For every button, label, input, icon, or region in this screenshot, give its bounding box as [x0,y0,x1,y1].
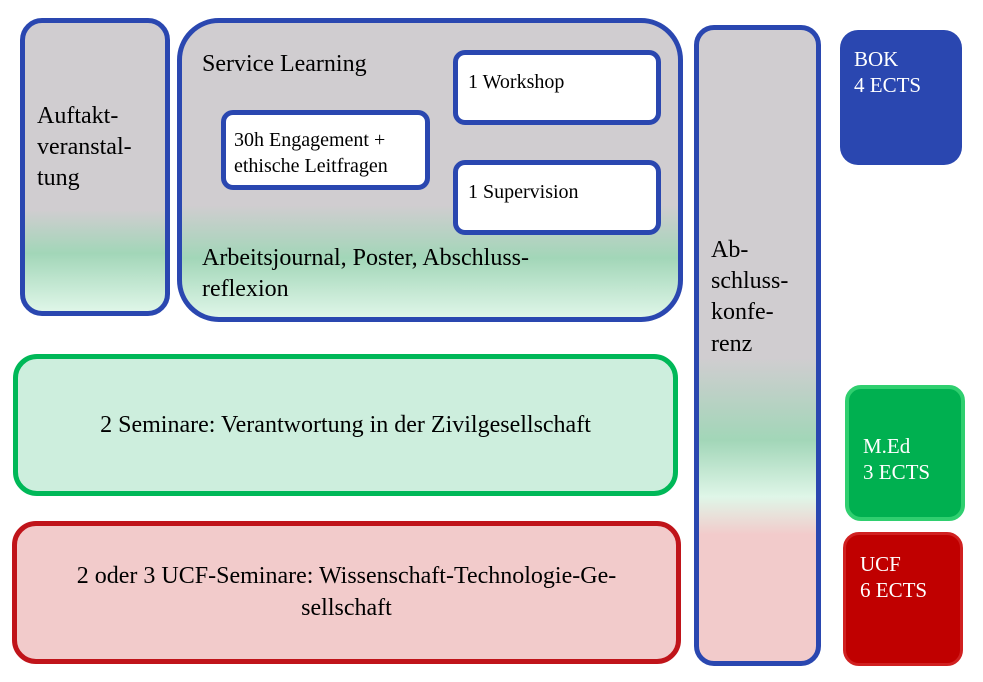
abschluss-label: Ab- schluss- konfe- renz [711,235,788,360]
auftakt-box: Auftakt- veranstal- tung [20,18,170,316]
workshop-box: 1 Workshop [453,50,661,125]
bok-name: BOK [854,47,899,71]
seminare-box: 2 Seminare: Verantwortung in der Zivilge… [13,354,678,496]
auftakt-label: Auftakt- veranstal- tung [37,101,132,195]
workshop-label: 1 Workshop [468,71,565,93]
ucf-name: UCF [860,552,901,576]
journal-line: reflexion [202,276,289,303]
journal-label: Arbeitsjournal, Poster, Abschluss- refle… [202,243,529,305]
engagement-label: 30h Engagement + ethische Leitfragen [234,127,388,179]
bok-badge: BOK 4 ECTS [840,30,962,165]
auftakt-line: Auftakt- [37,103,119,129]
ucf-seminare-label: 2 oder 3 UCF-Seminare: Wissenschaft-Tech… [77,561,616,623]
med-name: M.Ed [863,434,911,458]
ucf-seminare-line: sellschaft [301,594,392,621]
abschluss-line: schluss- [711,268,789,295]
abschluss-line: Ab- [711,237,749,263]
med-badge: M.Ed 3 ECTS [845,385,965,521]
med-ects: 3 ECTS [863,460,931,485]
supervision-label: 1 Supervision [468,181,579,203]
auftakt-line: veranstal- [37,134,132,161]
abschluss-line: renz [711,330,753,357]
ucf-badge: UCF 6 ECTS [843,532,963,666]
ucf-ects: 6 ECTS [860,578,928,603]
ucf-seminare-line: 2 oder 3 UCF-Seminare: Wissenschaft-Tech… [76,563,617,590]
seminare-label: 2 Seminare: Verantwortung in der Zivilge… [100,411,591,438]
abschluss-line: konfe- [711,299,774,326]
engagement-box: 30h Engagement + ethische Leitfragen [221,110,430,190]
auftakt-line: tung [37,165,80,192]
bok-ects: 4 ECTS [854,73,922,98]
service-learning-title: Service Learning [202,51,367,77]
engagement-line: ethische Leitfragen [234,155,388,177]
engagement-line: 30h Engagement + [234,129,386,151]
journal-line: Arbeitsjournal, Poster, Abschluss- [202,245,530,271]
ucf-seminare-box: 2 oder 3 UCF-Seminare: Wissenschaft-Tech… [12,521,681,664]
abschlusskonferenz-box: Ab- schluss- konfe- renz [694,25,821,666]
supervision-box: 1 Supervision [453,160,661,235]
